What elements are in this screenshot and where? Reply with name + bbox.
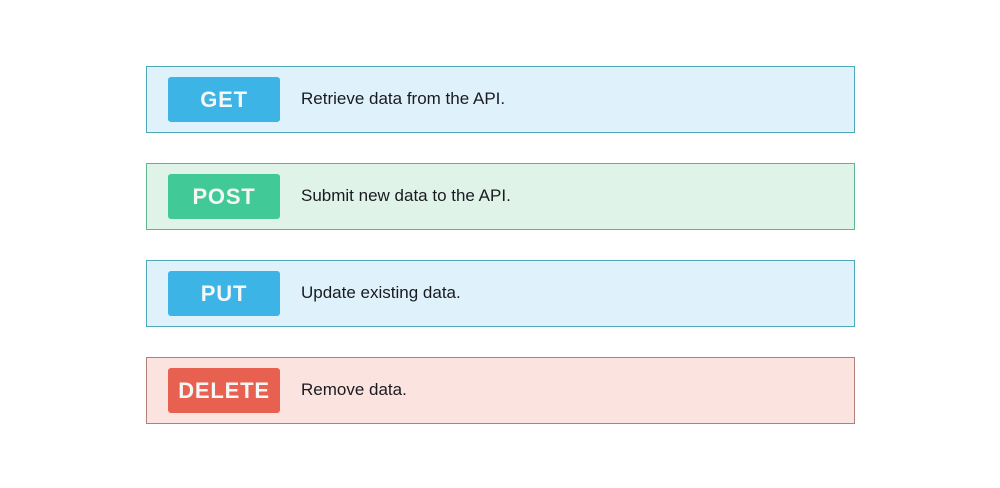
method-description-delete: Remove data. [301,380,407,400]
method-row-delete[interactable]: DELETE Remove data. [146,357,855,424]
method-description-get: Retrieve data from the API. [301,89,506,109]
method-badge-put[interactable]: PUT [168,271,280,316]
method-row-get[interactable]: GET Retrieve data from the API. [146,66,855,133]
method-badge-delete[interactable]: DELETE [168,368,280,413]
method-badge-post[interactable]: POST [168,174,280,219]
method-description-post: Submit new data to the API. [301,186,511,206]
method-row-post[interactable]: POST Submit new data to the API. [146,163,855,230]
method-description-put: Update existing data. [301,283,461,303]
method-badge-get[interactable]: GET [168,77,280,122]
http-method-list: GET Retrieve data from the API. POST Sub… [146,66,855,424]
method-row-put[interactable]: PUT Update existing data. [146,260,855,327]
